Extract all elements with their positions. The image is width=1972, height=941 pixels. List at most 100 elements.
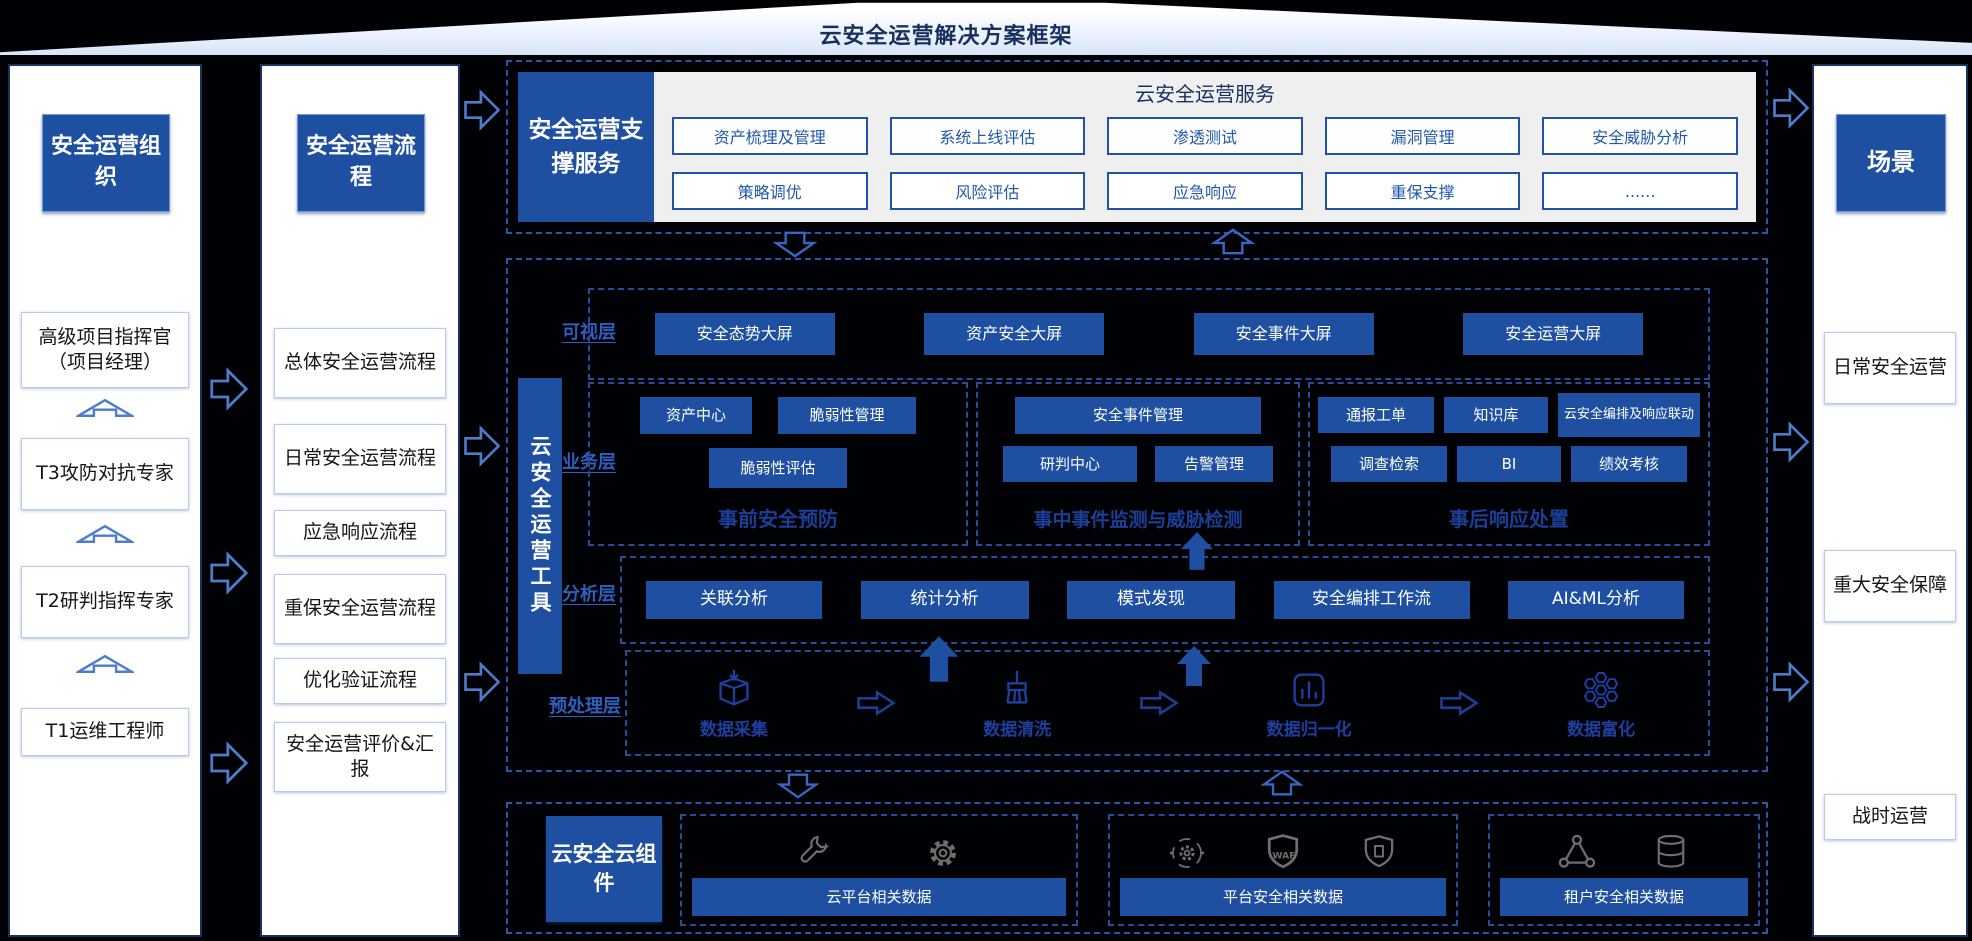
org-member-box: 高级项目指挥官（项目经理） [21, 312, 189, 388]
database-icon [1650, 832, 1692, 874]
process-header: 安全运营流程 [297, 114, 425, 212]
scenario-box: 重大安全保障 [1824, 550, 1956, 622]
process-step-box: 优化验证流程 [274, 658, 446, 704]
analysis-button: AI&ML分析 [1508, 581, 1684, 619]
preprocess-step-label: 数据归一化 [1266, 719, 1352, 740]
org-member-box: T2研判指挥专家 [21, 566, 189, 638]
chevron-up-icon [76, 524, 134, 544]
service-chip: 策略调优 [672, 172, 868, 211]
business-button: 脆弱性评估 [709, 448, 847, 488]
business-button: 资产中心 [640, 397, 752, 434]
scenarios-column: 场景 日常安全运营 重大安全保障 战时运营 [1812, 64, 1968, 937]
business-button: 绩效考核 [1571, 446, 1687, 482]
analysis-button: 模式发现 [1067, 581, 1235, 619]
arrow-right-icon [459, 88, 505, 132]
preprocess-step-label: 数据富化 [1567, 719, 1636, 740]
arrow-down-icon [776, 772, 820, 799]
service-chip: 重保支撑 [1324, 172, 1521, 211]
arrow-up-icon [1260, 770, 1304, 797]
scenario-box: 日常安全运营 [1824, 332, 1956, 404]
arrow-right-icon [1769, 660, 1813, 704]
business-button: 通报工单 [1318, 397, 1434, 433]
service-chip: 资产梳理及管理 [672, 116, 868, 155]
solid-arrow-up-icon [918, 634, 960, 684]
shield-icon [1358, 832, 1400, 874]
service-chip: 风险评估 [889, 172, 1086, 211]
analysis-layer-box: 关联分析 统计分析 模式发现 安全编排工作流 AI&ML分析 [620, 556, 1710, 644]
business-stage-title: 事前安全预防 [718, 507, 838, 531]
business-button: 调查检索 [1331, 446, 1447, 482]
organization-header: 安全运营组织 [42, 114, 170, 212]
svg-text:WAF: WAF [1272, 851, 1295, 862]
service-chip: 渗透测试 [1107, 116, 1303, 155]
arrow-right-icon [1137, 689, 1181, 717]
org-member-box: T1运维工程师 [21, 708, 189, 756]
chevron-up-icon [76, 654, 134, 674]
support-services-frame: 安全运营支撑服务 云安全运营服务 资产梳理及管理 系统上线评估 渗透测试 漏洞管… [506, 60, 1768, 234]
tools-frame [506, 258, 1768, 772]
scenario-box: 战时运营 [1824, 794, 1956, 840]
dashboard-button: 安全事件大屏 [1193, 313, 1374, 355]
arrow-up-icon [1210, 228, 1256, 256]
components-header: 云安全云组件 [546, 816, 662, 922]
components-group-cloud-platform: 云平台相关数据 [680, 814, 1078, 926]
components-frame: 云安全云组件 云平台相关数据 [506, 802, 1768, 934]
support-services-header: 安全运营支撑服务 [518, 72, 654, 222]
layer-label-analysis: 分析层 [562, 584, 616, 605]
preprocess-step: 数据采集 [700, 667, 768, 740]
preprocess-layer-box: 数据采集 数据清洗 数据归一化 [625, 650, 1710, 756]
cloud-services-panel: 云安全运营服务 资产梳理及管理 系统上线评估 渗透测试 漏洞管理 安全威胁分析 … [654, 72, 1756, 222]
service-chip: 漏洞管理 [1324, 116, 1521, 155]
business-button: BI [1457, 446, 1561, 482]
process-step-box: 应急响应流程 [274, 510, 446, 556]
data-source-button: 平台安全相关数据 [1120, 878, 1446, 916]
service-chip: 应急响应 [1107, 172, 1303, 211]
layer-label-preprocess: 预处理层 [549, 696, 621, 717]
arrow-right-icon [205, 550, 253, 596]
preprocess-step: 数据富化 [1567, 667, 1635, 740]
business-button: 研判中心 [1003, 446, 1137, 482]
service-chip: ...... [1542, 172, 1738, 211]
business-stage-title: 事后响应处置 [1449, 507, 1569, 531]
process-step-box: 重保安全运营流程 [274, 574, 446, 644]
wrench-icon [796, 833, 836, 873]
preprocess-step: 数据归一化 [1267, 667, 1352, 740]
arrow-right-icon [854, 689, 898, 717]
organization-column: 安全运营组织 高级项目指挥官（项目经理） T3攻防对抗专家 T2研判指挥专家 T… [8, 64, 202, 937]
arrow-right-icon [1769, 86, 1813, 130]
business-post-box: 通报工单 知识库 云安全编排及响应联动 调查检索 BI 绩效考核 事后响应处置 [1308, 382, 1710, 546]
data-clean-icon [994, 667, 1040, 713]
process-step-box: 安全运营评价&汇报 [274, 722, 446, 792]
business-stage-title: 事中事件监测与威胁检测 [1033, 509, 1243, 531]
arrow-right-icon [459, 424, 505, 468]
business-button: 安全事件管理 [1015, 397, 1261, 434]
process-column: 安全运营流程 总体安全运营流程 日常安全运营流程 应急响应流程 重保安全运营流程… [260, 64, 460, 937]
arrow-down-icon [772, 230, 818, 258]
network-icon [1556, 832, 1598, 874]
business-button: 知识库 [1444, 397, 1548, 433]
preprocess-step: 数据清洗 [983, 667, 1051, 740]
business-button: 脆弱性管理 [778, 397, 916, 434]
org-member-box: T3攻防对抗专家 [21, 438, 189, 510]
data-normalize-icon [1286, 667, 1332, 713]
data-enrich-icon [1578, 667, 1624, 713]
service-chip: 系统上线评估 [889, 116, 1086, 155]
business-button: 云安全编排及响应联动 [1558, 393, 1700, 437]
service-chip: 安全威胁分析 [1542, 116, 1738, 155]
tools-header-vertical: 云安全运营工具 [518, 378, 562, 674]
arrow-right-icon [205, 366, 253, 412]
business-button: 告警管理 [1155, 446, 1273, 482]
preprocess-step-label: 数据采集 [699, 719, 768, 740]
dashboard-button: 安全态势大屏 [654, 313, 835, 355]
analysis-button: 关联分析 [646, 581, 822, 619]
gear-icon [923, 833, 963, 873]
solid-arrow-up-icon [1170, 644, 1218, 688]
components-group-platform-security: WAF 平台安全相关数据 [1108, 814, 1458, 926]
data-collect-icon [711, 667, 757, 713]
data-source-button: 云平台相关数据 [692, 878, 1066, 916]
dashboard-button: 资产安全大屏 [924, 313, 1105, 355]
cloud-services-title: 云安全运营服务 [1135, 82, 1275, 106]
preprocess-step-label: 数据清洗 [983, 719, 1052, 740]
process-step-box: 总体安全运营流程 [274, 328, 446, 398]
